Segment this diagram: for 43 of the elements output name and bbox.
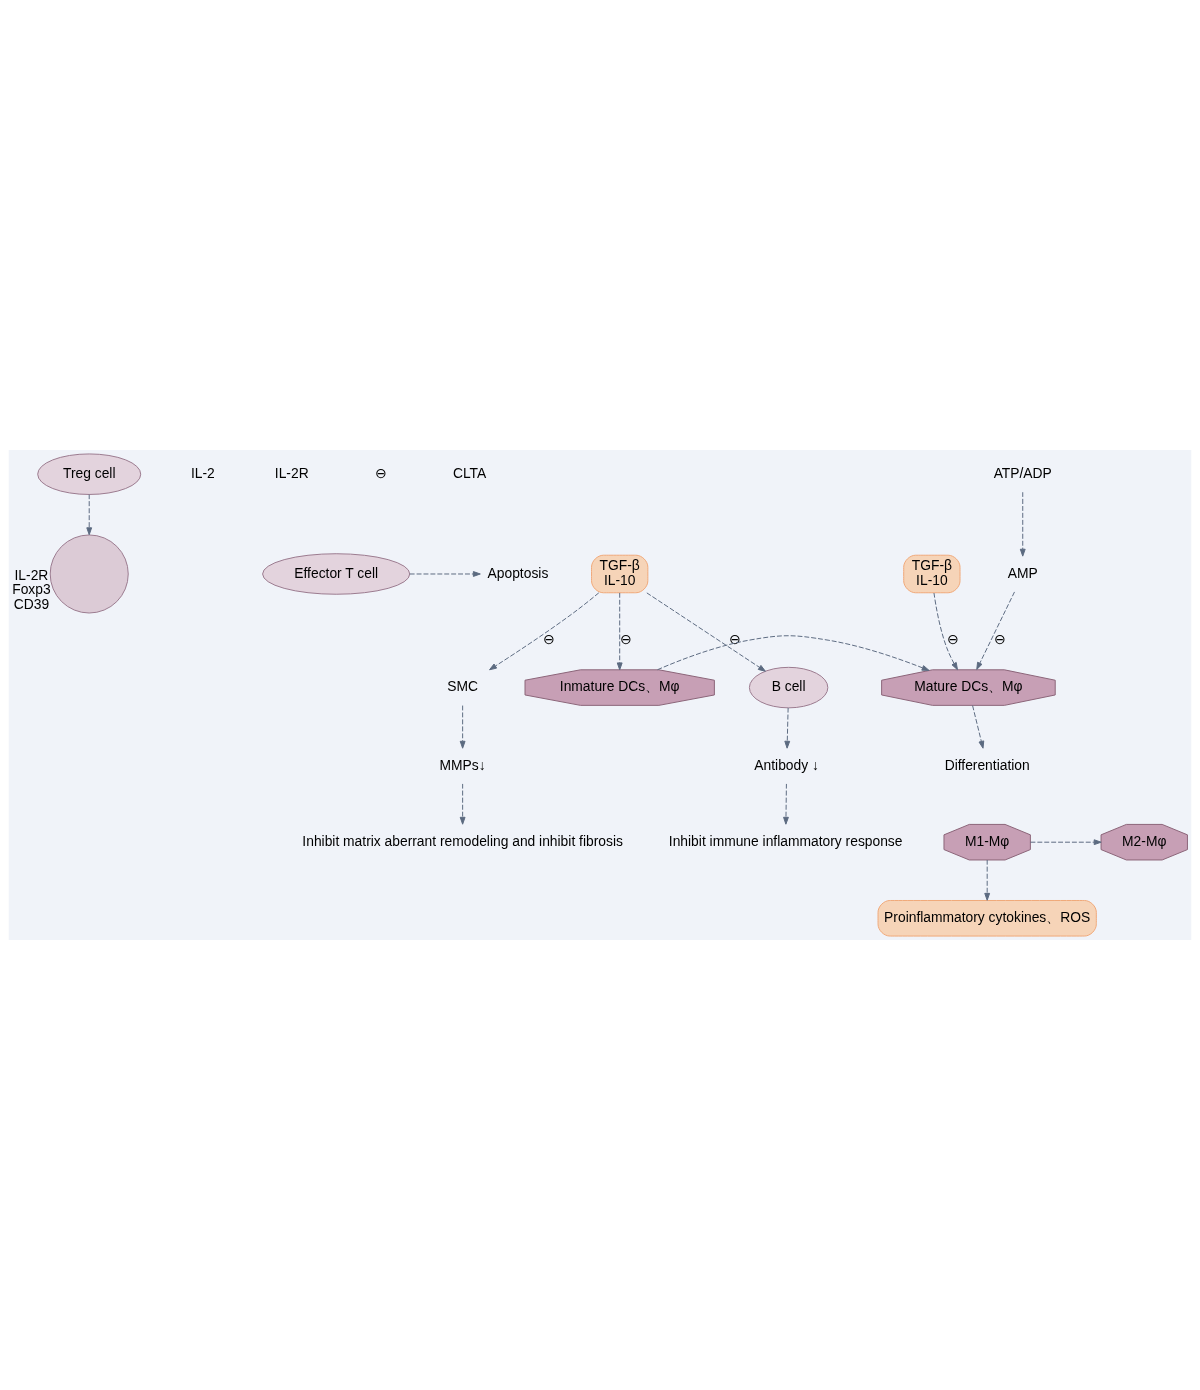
node-text: Apoptosis — [487, 564, 549, 581]
node-box: Proinflammatory cytokines、ROS — [877, 900, 1097, 937]
arrow — [1029, 839, 1102, 846]
node-ellipse: Effector T cell — [262, 553, 411, 595]
node-text: Antibody ↓ — [754, 756, 819, 773]
label: IL-2 — [190, 464, 215, 481]
arrow — [972, 705, 985, 749]
arrow — [784, 707, 791, 749]
node-text: Inhibit immune inflammatory response — [668, 832, 903, 849]
node-text: Inhibit matrix aberrant remodeling and inhibit fibrosis — [302, 832, 623, 849]
edge-label: ⊖ — [947, 630, 960, 647]
edge-label: ⊖ — [728, 630, 741, 647]
node-box: TGF-β IL-10 — [591, 554, 649, 594]
edge-label: ⊖ — [993, 630, 1006, 647]
edge-label: ⊖ — [620, 630, 633, 647]
node-box: TGF-β IL-10 — [903, 554, 961, 594]
arrow — [933, 592, 958, 671]
node-label: IL-2R — [14, 566, 49, 583]
label: ⊖ — [374, 464, 387, 481]
arrow — [646, 592, 766, 672]
label: IL-2R — [274, 464, 309, 481]
node-label: CD39 — [13, 596, 50, 613]
arrow — [976, 591, 1015, 670]
arrow — [657, 635, 930, 671]
arrow — [1019, 491, 1026, 557]
node-text: Differentiation — [944, 756, 1030, 773]
node-label: Foxp3 — [12, 581, 51, 598]
arrow — [783, 783, 789, 825]
arrow — [86, 494, 93, 536]
arrow — [616, 592, 623, 671]
node-text: AMP — [1007, 564, 1038, 581]
node-ellipse: Treg cell — [37, 453, 142, 495]
arrow — [459, 705, 466, 749]
arrow — [409, 571, 481, 577]
node-text: ATP/ADP — [993, 464, 1052, 481]
edge-label: ⊖ — [543, 630, 556, 647]
arrow — [489, 592, 600, 671]
node-text: MMPs↓ — [439, 756, 486, 773]
label: CLTA — [452, 464, 487, 481]
node-circle — [49, 534, 129, 614]
arrow — [459, 783, 466, 825]
node-text: SMC — [447, 678, 478, 695]
arrow — [984, 859, 991, 901]
